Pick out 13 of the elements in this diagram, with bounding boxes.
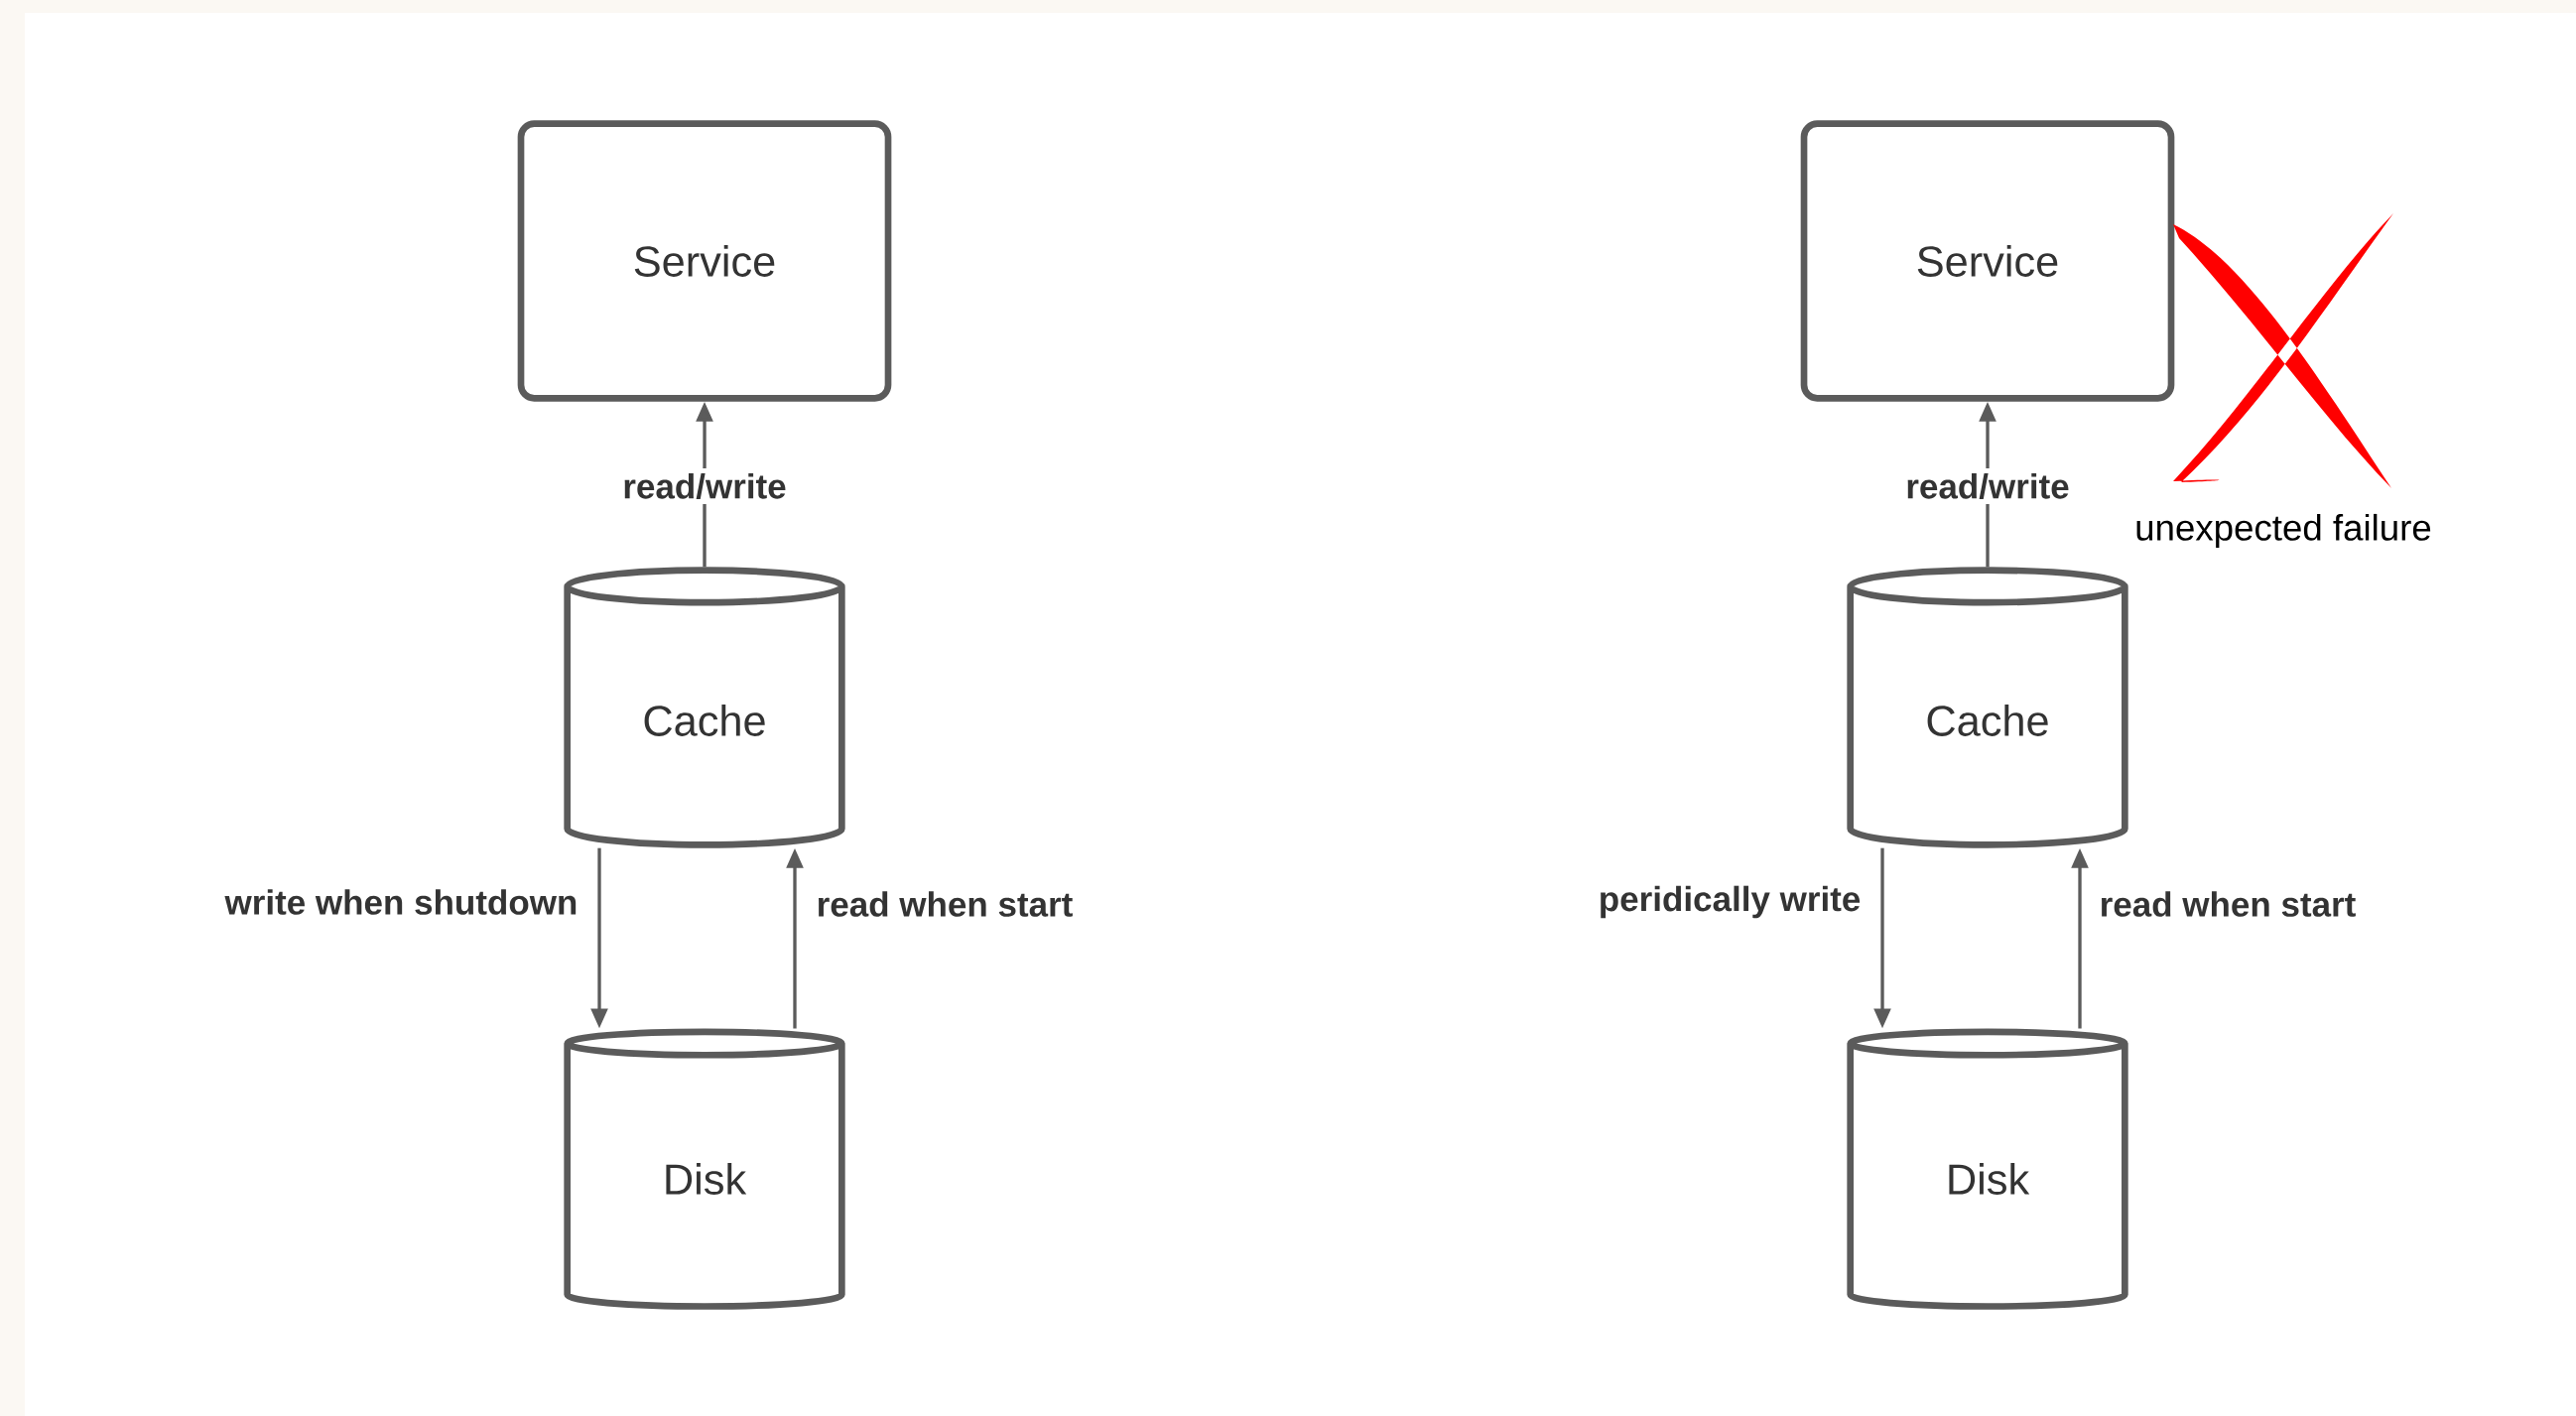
edge-label: peridically write: [1601, 885, 1861, 919]
annotation-text: unexpected failure: [2136, 513, 2431, 549]
edge-label: read/write: [1907, 473, 2069, 499]
database-cylinder: Disk: [564, 1028, 845, 1310]
service-box: Service: [1800, 120, 2175, 402]
edge-label: write when shutdown: [224, 889, 577, 915]
edge-label: read when start: [2102, 891, 2356, 917]
edge-label: read/write: [624, 473, 786, 499]
database-cylinder: Cache: [1847, 567, 2128, 848]
service-box: Service: [517, 120, 892, 402]
edge-label: read when start: [819, 891, 1073, 917]
database-cylinder: Cache: [564, 567, 845, 848]
database-cylinder: Disk: [1847, 1028, 2128, 1310]
